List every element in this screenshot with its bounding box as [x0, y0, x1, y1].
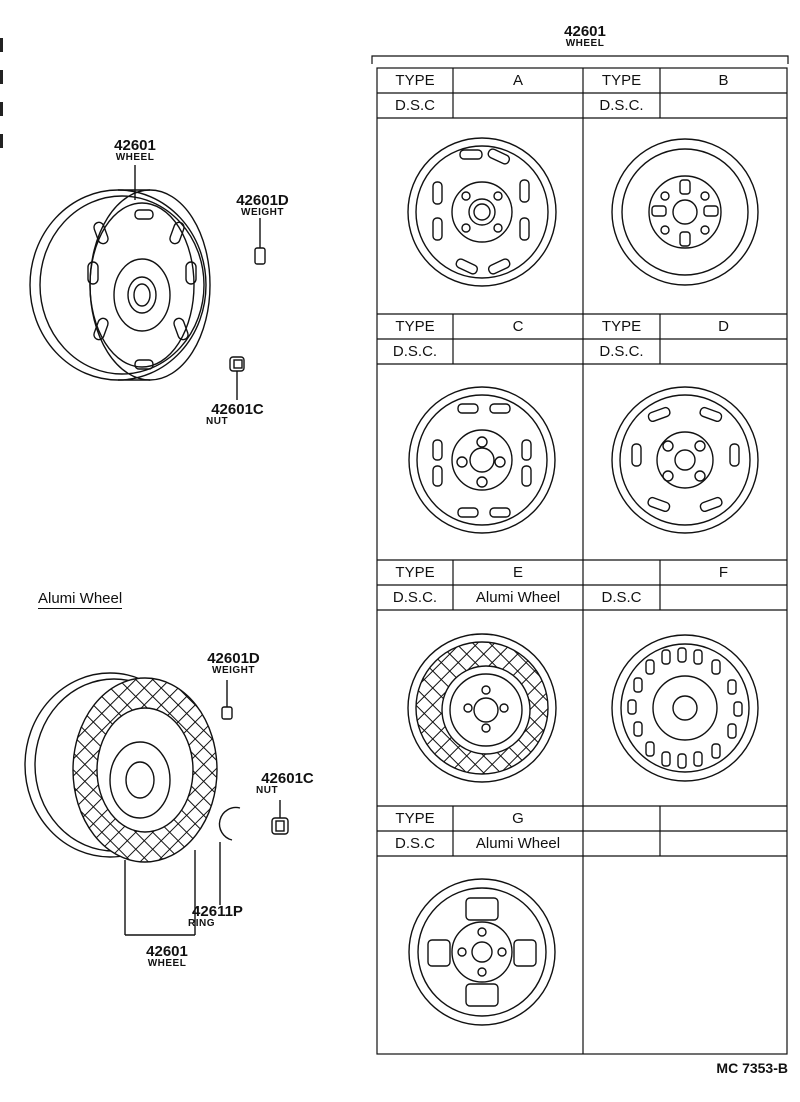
- alumi-wheel-part-label: 42601 WHEEL: [132, 944, 202, 969]
- type-value-cell: A: [512, 72, 523, 89]
- type-value-cell: E: [512, 564, 523, 581]
- part-name: RING: [188, 918, 215, 929]
- part-number: 42601D: [207, 650, 260, 667]
- parts-table-frame: [371, 55, 789, 1055]
- type-value-cell: C: [512, 318, 524, 335]
- wheel-part-label: 42601 WHEEL: [100, 138, 170, 163]
- dsc-label-cell: D.S.C: [394, 97, 435, 114]
- type-label-cell: TYPE: [395, 318, 435, 335]
- part-number: 42611P: [192, 903, 243, 920]
- part-name: WHEEL: [565, 38, 605, 49]
- margin-mark: [0, 134, 3, 148]
- part-name: WEIGHT: [241, 207, 284, 218]
- type-value-cell: B: [718, 72, 729, 89]
- part-name: WHEEL: [147, 958, 187, 969]
- nut-part-label: 42601C NUT: [200, 402, 275, 427]
- dsc-value-cell: [660, 831, 787, 856]
- ring-part-label: 42611P RING: [180, 904, 255, 929]
- wheel-type-a: [407, 137, 557, 287]
- type-label-cell: TYPE: [395, 810, 435, 827]
- dsc-label-cell: D.S.C.: [392, 343, 438, 360]
- type-value-cell: F: [718, 564, 729, 581]
- dsc-value-cell: Alumi Wheel: [475, 589, 561, 606]
- type-label-cell: TYPE: [395, 72, 435, 89]
- wheel-type-f: [611, 634, 759, 782]
- part-number: 42601C: [211, 401, 264, 418]
- dsc-label-cell: D.S.C.: [599, 343, 644, 360]
- dsc-value-cell: [453, 339, 583, 364]
- type-label-cell: TYPE: [601, 72, 642, 89]
- part-number: 42601C: [261, 770, 314, 787]
- part-name: NUT: [206, 416, 229, 427]
- dsc-value-cell: [453, 93, 583, 118]
- margin-mark: [0, 102, 3, 116]
- part-name: NUT: [256, 785, 279, 796]
- type-value-cell: [660, 806, 787, 831]
- part-number: 42601: [114, 137, 156, 154]
- wheel-type-g: [408, 878, 556, 1026]
- alumi-weight-part-label: 42601D WEIGHT: [196, 651, 271, 676]
- wheel-type-c: [408, 386, 556, 534]
- dsc-label-cell: D.S.C: [394, 835, 435, 852]
- type-label-cell: TYPE: [395, 564, 435, 581]
- type-label-cell: TYPE: [601, 318, 642, 335]
- dsc-label-cell: D.S.C.: [392, 589, 438, 606]
- part-number: 42601D: [236, 192, 289, 209]
- margin-mark: [0, 70, 3, 84]
- wheel-type-e: [407, 633, 557, 783]
- margin-mark: [0, 38, 3, 52]
- type-label-cell: [583, 806, 660, 831]
- part-name: WEIGHT: [212, 665, 255, 676]
- dsc-label-cell: [583, 831, 660, 856]
- dsc-value-cell: [660, 339, 787, 364]
- catalog-code: MC 7353-B: [716, 1060, 788, 1076]
- type-label-cell: [583, 560, 660, 585]
- dsc-value-cell: [660, 585, 787, 610]
- wheel-type-d: [611, 386, 759, 534]
- dsc-value-cell: [660, 93, 787, 118]
- alumi-nut-part-label: 42601C NUT: [250, 771, 325, 796]
- alumi-wheel-illustration: [24, 672, 289, 936]
- table-header-label: 42601 WHEEL: [545, 24, 625, 49]
- alumi-wheel-heading: Alumi Wheel: [38, 590, 123, 609]
- type-value-cell: G: [512, 810, 524, 827]
- part-number: 42601: [146, 943, 188, 960]
- dsc-label-cell: D.S.C.: [599, 97, 644, 114]
- dsc-value-cell: Alumi Wheel: [475, 835, 561, 852]
- weight-part-label: 42601D WEIGHT: [225, 193, 300, 218]
- type-value-cell: D: [718, 318, 729, 335]
- part-number: 42601: [564, 23, 606, 40]
- steel-wheel-illustration: [29, 165, 266, 400]
- part-name: WHEEL: [115, 152, 155, 163]
- dsc-label-cell: D.S.C: [601, 589, 642, 606]
- wheel-type-b: [611, 138, 759, 286]
